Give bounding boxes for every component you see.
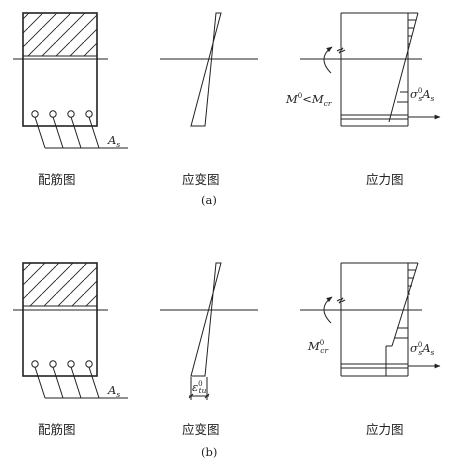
reinforcement-diagram-a: As (13, 12, 128, 149)
strain-profile (190, 12, 222, 127)
rebar-1 (31, 110, 39, 118)
caption-reinforcement-b: 配筋图 (38, 422, 76, 437)
rebar-4 (85, 360, 93, 368)
moment-arrow (323, 46, 333, 74)
caption-stress-b: 应力图 (366, 422, 404, 437)
steel-level-lines (341, 363, 408, 369)
reinforcement-diagram-b: As (13, 262, 128, 399)
ultimate-tensile-strain-dimension (188, 377, 210, 400)
rebar-2 (49, 360, 57, 368)
steel-area-label: As (107, 383, 120, 399)
rebar-3 (67, 360, 75, 368)
steel-level-lines (341, 114, 408, 120)
strain-profile (190, 262, 222, 377)
subfigure-label-b: (b) (201, 445, 217, 459)
caption-strain-b: 应变图 (182, 422, 220, 437)
caption-strain-a: 应变图 (182, 172, 220, 187)
compression-stress-block (391, 262, 419, 347)
rebar-4 (85, 110, 93, 118)
steel-area-label: As (107, 133, 120, 149)
tension-stress-block (388, 83, 408, 123)
compression-stress-block (398, 12, 419, 85)
caption-reinforcement-a: 配筋图 (38, 172, 76, 187)
moment-arrow (323, 296, 333, 324)
compression-zone-hatch (22, 12, 98, 57)
rebar-3 (67, 110, 75, 118)
compression-zone-hatch (22, 262, 98, 307)
moment-label: M0<Mcr (285, 92, 332, 108)
tension-stress-block (385, 327, 408, 376)
caption-stress-a: 应力图 (366, 172, 404, 187)
section-outline (336, 262, 408, 377)
rebar-leader-lines (34, 116, 128, 149)
rebar-leader-lines (34, 366, 128, 399)
strain-diagram-a (160, 12, 258, 127)
rebar-2 (49, 110, 57, 118)
subfigure-label-a: (a) (201, 193, 217, 207)
rebar-1 (31, 360, 39, 368)
panel-a: As (13, 12, 441, 207)
section-outline (336, 12, 408, 127)
